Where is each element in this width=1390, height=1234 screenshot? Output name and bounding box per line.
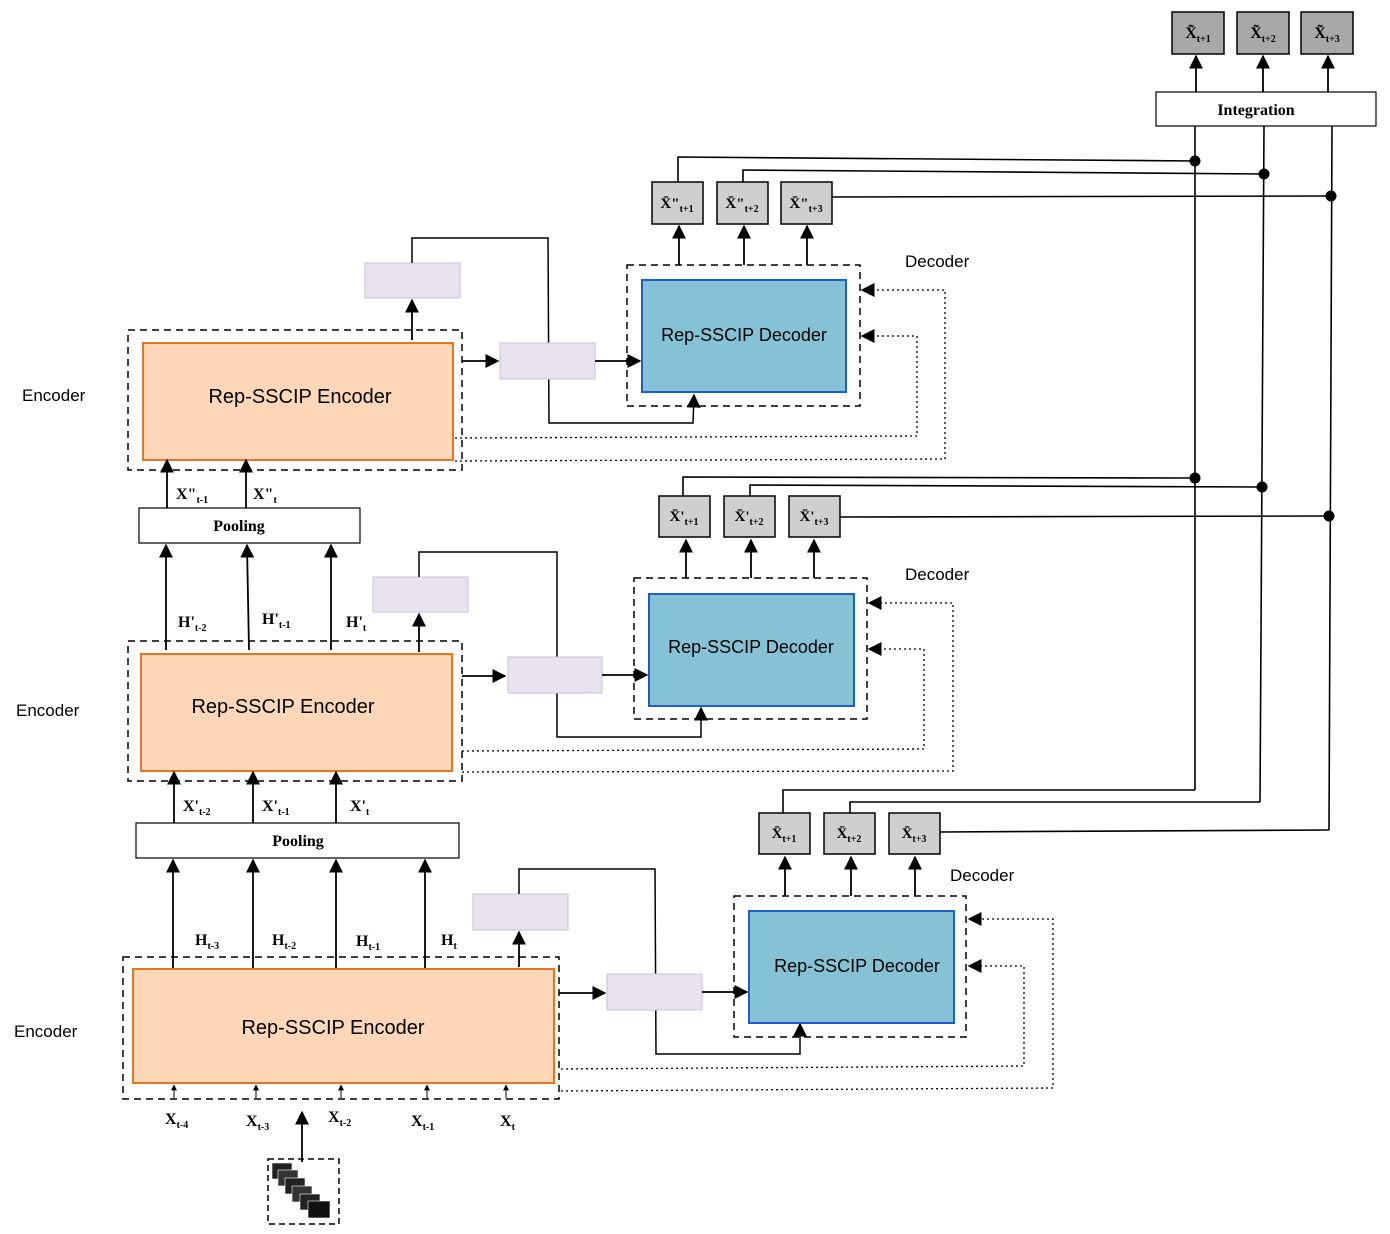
context-placeholder-box [499, 342, 596, 380]
decoder-side-label: Decoder [950, 866, 1015, 885]
output-box: X̄t+1 [758, 812, 811, 855]
decoder-title: Rep-SSCIP Decoder [668, 637, 834, 657]
svg-text:X̄"t+3: X̄"t+3 [789, 196, 822, 215]
context-placeholder-box [606, 973, 703, 1011]
pooled-input-label: X"t-1 [176, 486, 208, 506]
integration-collector-lines [677, 125, 1333, 833]
output-box: X̄t+2 [823, 812, 876, 855]
hidden-state-label: H't-1 [262, 611, 291, 631]
encoder-title: Rep-SSCIP Encoder [208, 386, 391, 408]
decoder-side-label: Decoder [905, 565, 970, 584]
encoder-side-label: Encoder [16, 701, 80, 720]
encoder-title: Rep-SSCIP Encoder [241, 1017, 424, 1039]
junction-dots [1189, 155, 1337, 522]
decoder-side-label: Decoder [905, 252, 970, 271]
hidden-state-label: Ht-3 [195, 932, 219, 952]
integration-section: X̃t+1 X̃t+2 X̃t+3 Integration [1155, 11, 1377, 127]
latent-placeholder-box [472, 893, 569, 931]
decoder-box [641, 279, 847, 393]
integration-box: Integration [1155, 91, 1377, 127]
context-placeholder-box [507, 656, 603, 694]
svg-text:X̄t+3: X̄t+3 [902, 826, 927, 845]
input-label: Xt-4 [165, 1111, 188, 1131]
final-output-box: X̃t+2 [1236, 11, 1290, 55]
decoder-dashed-frame [626, 264, 861, 407]
input-label: Xt-1 [411, 1113, 434, 1133]
encoder-box [140, 653, 453, 772]
level-3: Encoder Rep-SSCIP Encoder Pooling X"t-1 … [22, 181, 970, 544]
hidden-state-label: Ht [441, 932, 457, 952]
svg-text:X̄'t+1: X̄'t+1 [669, 509, 698, 528]
input-label: Xt-2 [328, 1109, 351, 1129]
svg-text:Integration: Integration [1217, 102, 1294, 119]
final-output-box: X̃t+3 [1300, 11, 1354, 55]
encoder-dashed-frame [127, 329, 463, 471]
hidden-state-label: H't [346, 614, 367, 634]
svg-text:X̃t+3: X̃t+3 [1314, 23, 1340, 45]
encoder-side-label: Encoder [14, 1022, 78, 1041]
pooled-input-label: X't [350, 798, 370, 818]
svg-text:X̄"t+2: X̄"t+2 [725, 196, 758, 215]
encoder-dashed-frame [122, 956, 560, 1100]
latent-placeholder-box [364, 262, 461, 299]
output-box: X̄"t+1 [651, 181, 704, 225]
hidden-state-label: Ht-1 [356, 933, 380, 953]
decoder-title: Rep-SSCIP Decoder [661, 325, 827, 345]
svg-text:X̃t+2: X̃t+2 [1250, 23, 1276, 45]
svg-text:X̄t+2: X̄t+2 [837, 826, 862, 845]
encoder-dashed-frame [127, 640, 463, 782]
encoder-title: Rep-SSCIP Encoder [191, 696, 374, 718]
encoder-side-label: Encoder [22, 386, 86, 405]
svg-text:X̄'t+2: X̄'t+2 [734, 509, 763, 528]
output-box: X̄t+3 [888, 812, 941, 855]
pooling-label: Pooling [272, 833, 324, 850]
encoder-box [142, 342, 454, 461]
hidden-state-label: H't-2 [178, 614, 207, 634]
decoder-box [648, 593, 855, 707]
svg-text:X̄'t+3: X̄'t+3 [799, 509, 828, 528]
output-box: X̄'t+1 [658, 495, 711, 538]
decoder-dashed-frame [733, 895, 967, 1038]
svg-text:X̃t+1: X̃t+1 [1185, 23, 1211, 45]
decoder-box [748, 910, 955, 1024]
latent-placeholder-box [372, 576, 469, 613]
hidden-state-label: Ht-2 [272, 932, 296, 952]
svg-text:X̄"t+1: X̄"t+1 [660, 196, 693, 215]
svg-text:X̄t+1: X̄t+1 [772, 826, 797, 845]
encoder-box [132, 968, 555, 1084]
output-box: X̄"t+3 [780, 181, 833, 225]
level-2: H't-2 H't-1 H't Encoder Rep-SSCIP Encode… [16, 495, 970, 859]
decoder-dashed-frame [633, 577, 868, 720]
input-image-stack-icon [267, 1110, 340, 1225]
final-output-box: X̃t+1 [1171, 11, 1225, 55]
input-label: Xt [500, 1113, 516, 1133]
output-box: X̄'t+2 [723, 495, 776, 538]
pooled-input-label: X't-1 [262, 798, 290, 818]
pooled-input-label: X"t [253, 486, 277, 506]
pooling-label: Pooling [213, 518, 265, 535]
decoder-title: Rep-SSCIP Decoder [774, 956, 940, 976]
level-1: Ht-3 Ht-2 Ht-1 Ht Encoder Rep-SSCIP Enco… [14, 812, 1054, 1225]
pooling-box [135, 822, 460, 859]
input-label: Xt-3 [246, 1113, 269, 1133]
pooled-input-label: X't-2 [183, 798, 211, 818]
output-box: X̄"t+2 [716, 181, 769, 225]
output-box: X̄'t+3 [788, 495, 841, 538]
pooling-box [138, 507, 361, 544]
